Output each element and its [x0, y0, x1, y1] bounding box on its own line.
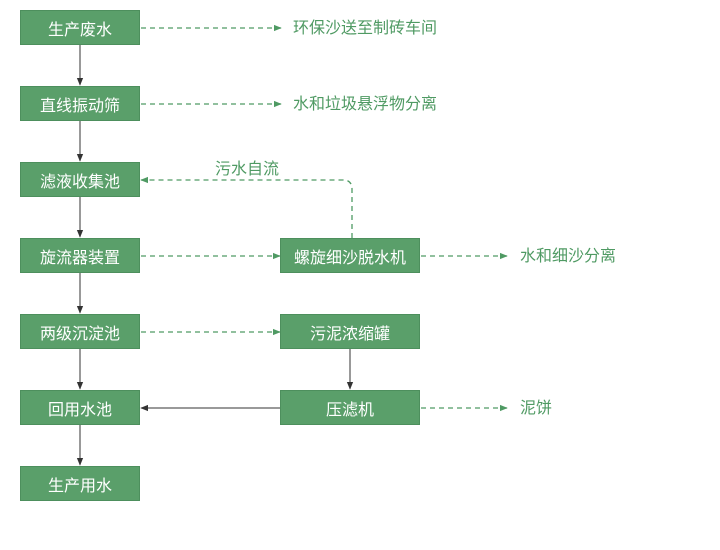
dashed-arrow-r1-n3	[140, 176, 353, 238]
node-spiral-fine-sand-dewatering-machine: 螺旋细沙脱水机	[280, 238, 420, 273]
output-water-debris-separation: 水和垃圾悬浮物分离	[293, 94, 438, 113]
node-production-wastewater: 生产废水	[20, 10, 140, 45]
node-filtrate-collection-tank: 滤液收集池	[20, 162, 140, 197]
node-sludge-thickening-tank: 污泥浓缩罐	[280, 314, 420, 349]
node-two-stage-sedimentation-tank: 两级沉淀池	[20, 314, 140, 349]
node-cyclone-device: 旋流器装置	[20, 238, 140, 273]
node-production-water: 生产用水	[20, 466, 140, 501]
output-eco-sand-to-brick-workshop: 环保沙送至制砖车间	[293, 18, 438, 37]
output-mud-cake: 泥饼	[520, 398, 553, 417]
output-water-fine-sand-separation: 水和细沙分离	[520, 246, 617, 265]
node-reuse-water-tank: 回用水池	[20, 390, 140, 425]
node-filter-press: 压滤机	[280, 390, 420, 425]
edge-label-sewage-gravity-flow: 污水自流	[215, 159, 280, 178]
node-linear-vibrating-screen: 直线振动筛	[20, 86, 140, 121]
